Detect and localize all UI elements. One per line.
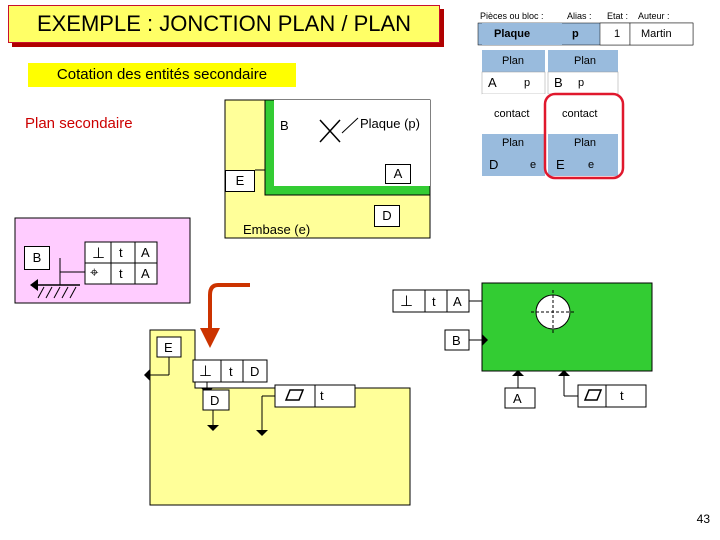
flatness-right-t: t: [620, 388, 624, 403]
plaque-lower: [481, 282, 653, 372]
table-e-upper: E: [556, 157, 565, 172]
table-d: D: [489, 157, 499, 172]
label-plaque: Plaque (p): [360, 116, 420, 131]
table-contact-2: contact: [562, 108, 598, 120]
perpendicularity-icon-right: ⊥: [400, 293, 414, 310]
perpendicularity-icon: ⊥: [92, 245, 106, 262]
tolerance-t1: t: [119, 245, 123, 260]
table-header-alias: Alias :: [567, 11, 592, 21]
label-b-top: B: [280, 118, 289, 133]
tolerance-bottom: t: [229, 364, 233, 379]
table-header-auteur: Auteur :: [638, 11, 670, 21]
table-cell-auteur: Martin: [641, 28, 672, 40]
page-number: 43: [696, 512, 710, 526]
reference-bottom: D: [250, 364, 260, 379]
table-contact-1: contact: [494, 108, 530, 120]
reference-a2: A: [141, 266, 150, 281]
table-a: A: [488, 75, 497, 90]
page-title: EXEMPLE : JONCTION PLAN / PLAN: [8, 5, 440, 43]
table-p1: p: [524, 77, 531, 89]
label-embase: Embase (e): [243, 222, 311, 237]
table-e1: e: [530, 159, 537, 171]
reference-right: A: [453, 294, 462, 309]
plan-secondaire-label: Plan secondaire: [25, 115, 133, 132]
table-p2: p: [578, 77, 585, 89]
label-d-bottom: D: [210, 393, 220, 408]
table-cell-alias: p: [572, 28, 579, 40]
table-cell-piece: Plaque: [494, 28, 531, 40]
table-plan-3: Plan: [502, 137, 525, 149]
table-header-piece: Pièces ou bloc :: [480, 11, 544, 21]
table-plan-4: Plan: [574, 137, 597, 149]
label-d-top: D: [374, 205, 400, 227]
table-cell-etat: 1: [614, 28, 621, 40]
label-b-bottom: B: [452, 333, 461, 348]
entity-table: [477, 22, 694, 180]
subtitle: Cotation des entités secondaire: [28, 63, 296, 87]
label-a-top: A: [385, 164, 411, 184]
label-a-bottom: A: [513, 391, 522, 406]
perpendicularity-icon-bottom: ⊥: [199, 363, 213, 380]
tolerance-t2: t: [119, 266, 123, 281]
table-b: B: [554, 75, 563, 90]
table-plan-1: Plan: [502, 55, 525, 67]
reference-a1: A: [141, 245, 150, 260]
label-e-top: E: [225, 170, 255, 192]
flatness-left-t: t: [320, 388, 324, 403]
position-icon: ⌖: [90, 264, 99, 281]
table-e2: e: [588, 159, 595, 171]
table-header-etat: Etat :: [607, 11, 629, 21]
datum-b: B: [24, 246, 50, 270]
label-e-bottom: E: [164, 340, 173, 355]
tolerance-right: t: [432, 294, 436, 309]
table-plan-2: Plan: [574, 55, 597, 67]
